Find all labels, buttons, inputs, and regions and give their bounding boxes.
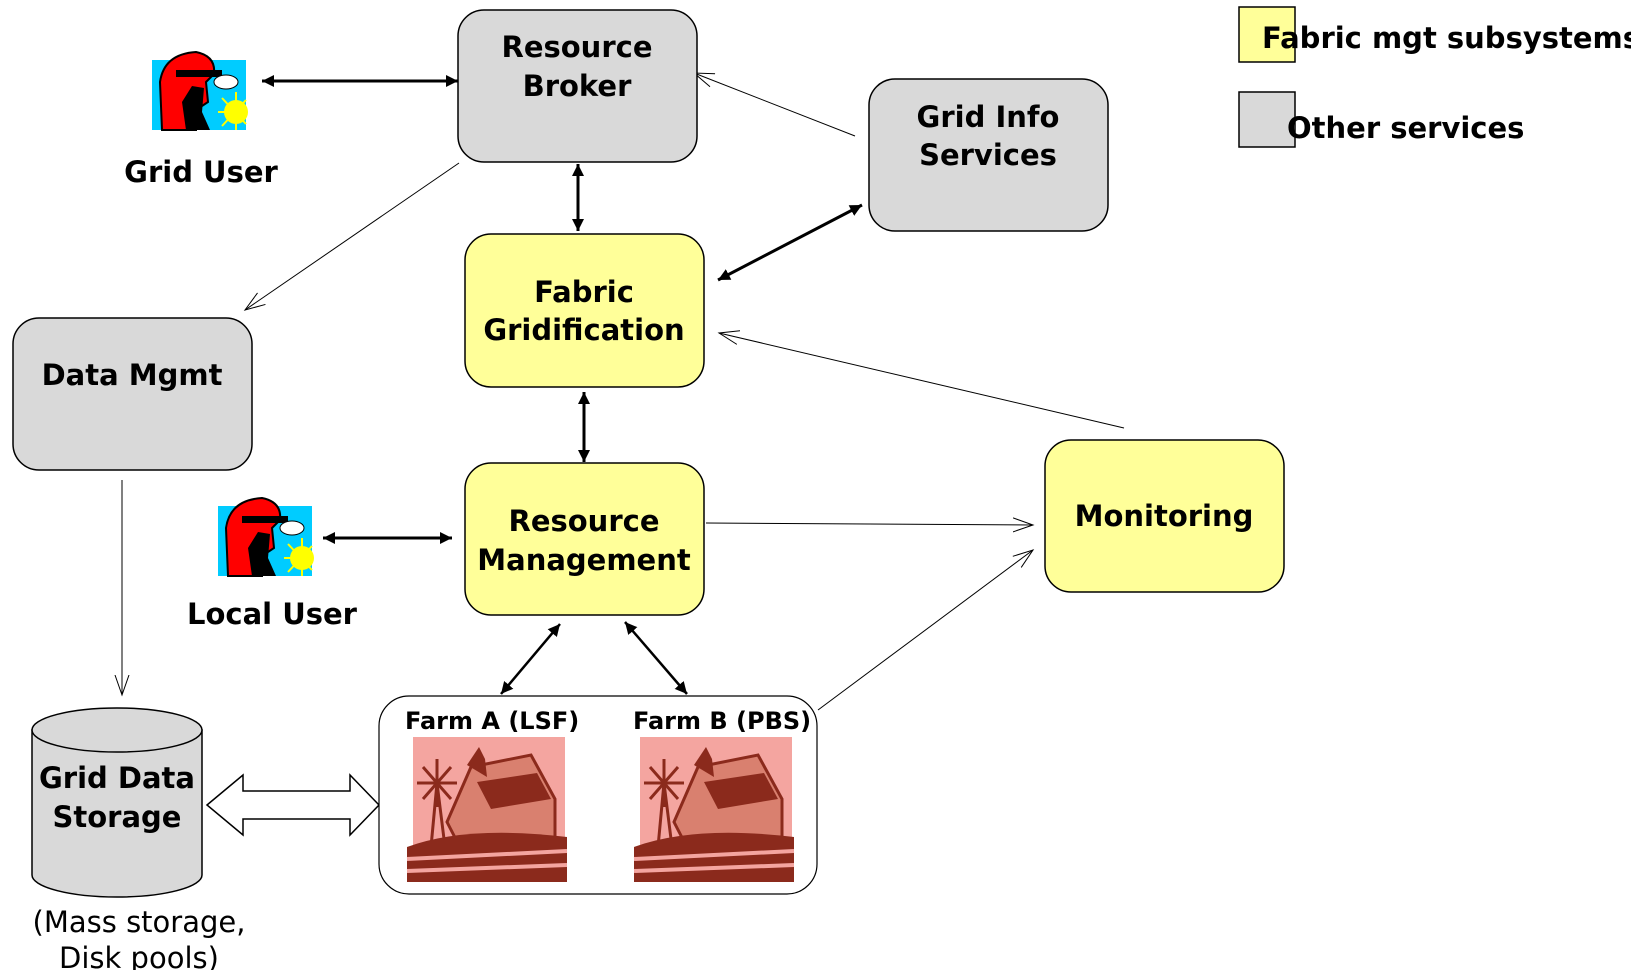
legend-fabric-swatch <box>1238 6 1296 63</box>
resource-management-line2: Management <box>477 543 691 577</box>
fabric-gridification-line1: Fabric <box>534 275 634 309</box>
connector-info-to-broker <box>694 73 856 137</box>
farm-a-label: Farm A (LSF) <box>405 707 579 735</box>
storage-note-line2: Disk pools) <box>59 941 219 970</box>
fabric-gridification-line2: Gridification <box>483 313 684 347</box>
node-monitoring[interactable]: Monitoring <box>1044 439 1285 593</box>
connector-monitoring-to-gridification <box>719 333 1125 429</box>
node-fabric-gridification[interactable]: Fabric Gridification <box>464 233 705 388</box>
node-grid-info-services[interactable]: Grid Info Services <box>868 78 1109 232</box>
legend: Fabric mgt subsystems Other services <box>1238 6 1631 148</box>
farm-b-barn-image <box>633 737 795 882</box>
legend-other-swatch <box>1238 91 1296 148</box>
storage-farms-double-arrow <box>205 773 381 837</box>
farm-a-barn-image <box>406 737 568 882</box>
resource-management-line1: Resource <box>509 504 660 538</box>
grid-data-storage-line2: Storage <box>53 800 182 834</box>
connector-broker-to-datamgmt <box>245 162 460 310</box>
thin-connectors <box>122 73 1125 711</box>
connector-resmgmt-to-monitoring <box>705 523 1033 525</box>
grid-info-line2: Services <box>919 138 1057 172</box>
node-resource-management[interactable]: Resource Management <box>464 462 705 616</box>
node-resource-broker[interactable]: Resource Broker <box>457 9 698 163</box>
node-data-mgmt[interactable]: Data Mgmt <box>12 317 253 471</box>
legend-fabric-label: Fabric mgt subsystems <box>1262 21 1631 55</box>
local-user-label: Local User <box>187 597 358 631</box>
data-mgmt-label: Data Mgmt <box>42 358 223 392</box>
resource-broker-line2: Broker <box>523 69 633 103</box>
farm-b-label: Farm B (PBS) <box>633 707 811 735</box>
connector-resmgmt-farmA <box>500 623 561 695</box>
monitoring-label: Monitoring <box>1075 499 1254 533</box>
storage-note-line1: (Mass storage, <box>33 905 246 939</box>
grid-info-line1: Grid Info <box>917 100 1060 134</box>
resource-broker-line1: Resource <box>502 30 653 64</box>
local-user-icon <box>218 496 314 577</box>
grid-user-label: Grid User <box>124 155 278 189</box>
bold-connectors <box>262 75 863 695</box>
connector-resmgmt-farmB <box>624 621 688 695</box>
grid-user-icon <box>152 50 248 131</box>
node-grid-data-storage[interactable]: Grid Data Storage <box>31 707 203 898</box>
grid-data-storage-line1: Grid Data <box>39 761 195 795</box>
connector-farms-to-monitoring <box>817 550 1033 711</box>
legend-other-label: Other services <box>1287 111 1524 145</box>
connector-gridification-infoservices <box>717 203 863 282</box>
